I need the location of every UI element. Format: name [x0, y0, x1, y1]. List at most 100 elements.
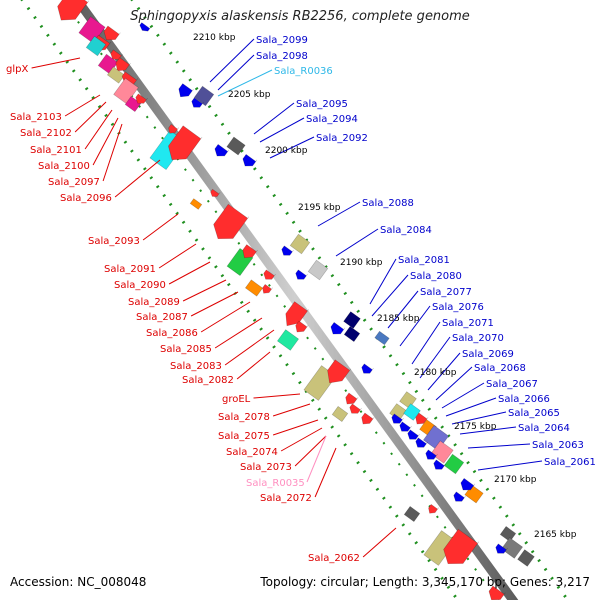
gene-arrow: [453, 491, 466, 502]
leader-line: [114, 159, 161, 198]
gene-label-right: Sala_2088: [362, 198, 414, 209]
map-title: Sphingopyxis alaskensis RB2256, complete…: [130, 9, 470, 24]
gene-label-left: Sala_2073: [240, 462, 292, 473]
leader-line: [190, 291, 239, 317]
leader-line: [294, 435, 327, 467]
gene-arrow: [135, 93, 148, 104]
leader-line: [314, 447, 337, 498]
gene-arrow: [178, 83, 194, 98]
leader-line: [441, 382, 485, 409]
gene-box: [500, 537, 524, 559]
leader-line: [280, 427, 323, 452]
leader-line: [84, 109, 113, 150]
gene-label-right: Sala_2092: [316, 133, 368, 144]
gene-label-right: Sala_2064: [518, 423, 570, 434]
gene-label-right: Sala_2094: [306, 114, 358, 125]
genome-axis: [71, 0, 519, 600]
leader-line: [335, 228, 379, 257]
leader-line: [369, 258, 397, 305]
gene-label-left: Sala_2074: [226, 447, 278, 458]
scale-label: 2210 kbp: [193, 33, 236, 43]
leader-line: [387, 290, 419, 329]
scale-label: 2180 kbp: [414, 368, 457, 378]
gene-arrow: [495, 543, 508, 554]
gene-box: [78, 16, 106, 44]
gene-label-left: Sala_2102: [20, 128, 72, 139]
gene-arrow: [168, 123, 180, 134]
gene-arrow: [460, 478, 476, 491]
gene-arrow: [407, 429, 420, 440]
gene-box: [343, 311, 361, 329]
gene-arrow: [428, 503, 440, 514]
gene-arrow: [115, 57, 131, 72]
scale-label: 2185 kbp: [377, 314, 420, 324]
gene-label-left: groEL: [222, 394, 251, 405]
gene-arrow: [391, 413, 404, 424]
scale-label: 2195 kbp: [298, 203, 341, 213]
gene-box: [403, 506, 421, 522]
gene-label-right: Sala_2081: [398, 255, 450, 266]
gene-arrow: [295, 269, 308, 280]
gene-arrow: [295, 320, 309, 333]
gene-label-left: Sala_2085: [160, 344, 212, 355]
leader-line: [64, 94, 101, 117]
gene-arrow: [443, 528, 480, 565]
leader-line: [158, 243, 197, 269]
leader-line: [362, 527, 397, 558]
gene-box: [124, 96, 142, 112]
gene-label-right: Sala_2071: [442, 318, 494, 329]
gene-arrow: [57, 0, 90, 21]
leader-line: [272, 419, 319, 436]
gene-arrow: [262, 283, 274, 294]
gene-arrow: [361, 412, 375, 425]
gene-label-left: Sala_2072: [260, 493, 312, 504]
gene-box: [244, 279, 264, 297]
gene-arrow: [399, 421, 412, 432]
leader-line: [214, 317, 263, 349]
leader-line: [435, 366, 473, 401]
gene-box: [113, 77, 139, 105]
leader-line: [427, 352, 461, 391]
gene-label-left: Sala_2075: [218, 431, 270, 442]
leader-line: [306, 435, 327, 483]
gene-arrow: [139, 22, 152, 32]
gene-arrow: [433, 459, 446, 470]
leader-line: [411, 321, 441, 365]
gene-label-left: Sala_2091: [104, 264, 156, 275]
leader-line: [272, 403, 311, 417]
gene-box: [399, 391, 417, 409]
leader-line: [224, 329, 275, 366]
gene-arrow: [330, 322, 346, 335]
leader-line: [217, 69, 273, 97]
gene-label-right: Sala_2095: [296, 99, 348, 110]
leader-line: [182, 279, 227, 302]
gene-arrow: [213, 203, 250, 240]
gene-arrow: [242, 244, 258, 259]
gene-label-right: Sala_2066: [498, 394, 550, 405]
leader-line: [74, 101, 107, 133]
gene-label-left: Sala_2062: [308, 553, 360, 564]
leader-line: [253, 102, 295, 135]
leader-line: [445, 397, 497, 417]
gene-label-right: Sala_2077: [420, 287, 472, 298]
leader-line: [217, 54, 255, 91]
leader-line: [142, 213, 179, 241]
gene-label-right: Sala_2080: [410, 271, 462, 282]
gene-box: [276, 329, 300, 351]
gene-label-left: Sala_2103: [10, 112, 62, 123]
gene-box: [343, 326, 361, 342]
gene-box: [443, 453, 465, 475]
gene-box: [226, 136, 246, 156]
gene-box: [499, 526, 517, 542]
gene-arrow: [345, 392, 359, 405]
leader-line: [317, 201, 361, 227]
gene-box: [517, 549, 535, 567]
leader-line: [200, 301, 251, 333]
scale-label: 2190 kbp: [340, 258, 383, 268]
leader-line: [253, 393, 301, 399]
gene-label-right: Sala_2065: [508, 408, 560, 419]
leader-line: [269, 136, 315, 159]
scale-label: 2205 kbp: [228, 90, 271, 100]
